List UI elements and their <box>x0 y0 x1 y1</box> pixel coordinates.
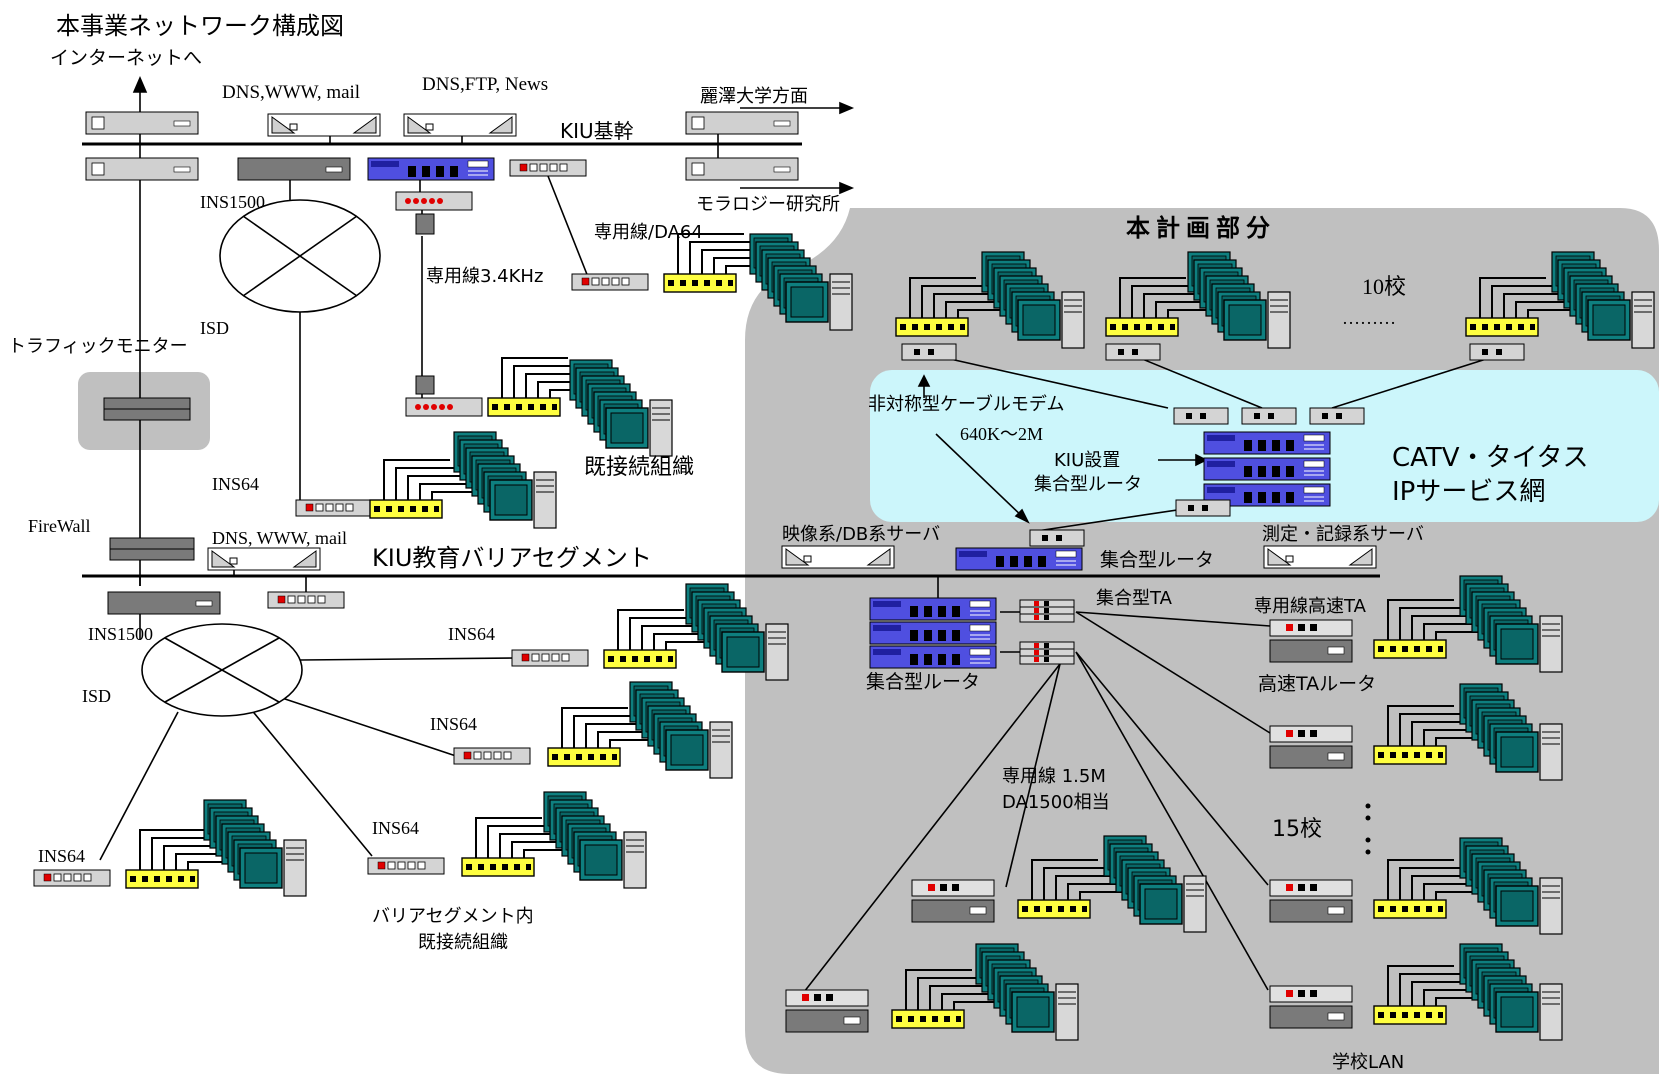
hsta-r3 <box>1269 879 1353 923</box>
hsta-b1 <box>911 879 995 923</box>
label-hs-ta-router: 高速TAルータ <box>1258 673 1376 695</box>
label-dns-ftp-news: DNS,FTP, News <box>422 74 548 95</box>
cluster-f <box>544 792 646 888</box>
ins1500-top-device <box>237 157 351 181</box>
cm-s1 <box>901 343 957 361</box>
modem-bottom <box>405 397 483 417</box>
ta-da64 <box>509 159 587 177</box>
agg-router-2 <box>869 621 997 645</box>
label-barrier-existing-1: バリアセグメント内 <box>372 906 534 927</box>
label-agg-ta: 集合型TA <box>1096 588 1173 609</box>
label-catv-2: IPサービス網 <box>1392 477 1545 507</box>
label-da1500: DA1500相当 <box>1002 792 1110 813</box>
label-dns-www-mail: DNS,WWW, mail <box>222 82 360 103</box>
ta-d <box>511 649 589 667</box>
ta-a <box>571 273 649 291</box>
blue-router-top <box>367 157 495 181</box>
label-traffic-monitor: トラフィックモニター <box>8 336 188 357</box>
label-ins64-a: INS64 <box>448 624 495 644</box>
cm-kiu-4 <box>1175 499 1231 517</box>
video-db-server <box>781 545 895 569</box>
hsta-r1 <box>1269 619 1353 663</box>
ta-c <box>295 499 373 517</box>
label-measure-server: 測定・記録系サーバ <box>1262 524 1424 545</box>
dns-www-mail-server-2 <box>207 547 321 571</box>
label-agg-router-mid: 集合型ルータ <box>1100 549 1214 571</box>
cm-kiu-2 <box>1241 407 1297 425</box>
hsta-b2 <box>785 989 869 1033</box>
label-ins64-b: INS64 <box>430 714 477 734</box>
label-isd-top: ISD <box>200 318 229 338</box>
cm-s2 <box>1105 343 1161 361</box>
internet-router-2 <box>85 157 199 181</box>
ins1500-bottom-device <box>107 591 221 615</box>
label-speed: 640K～2M <box>960 424 1043 444</box>
agg-ta-2 <box>1019 641 1075 665</box>
label-kiu-install: KIU設置 <box>1054 450 1120 471</box>
label-schools-10: 10校 <box>1362 274 1406 299</box>
label-internet: インターネットへ <box>50 47 202 69</box>
dns-www-server <box>267 113 381 137</box>
hsta-r4 <box>1269 985 1353 1029</box>
cluster-c <box>454 432 556 528</box>
dns-ftp-server <box>403 113 517 137</box>
cm-kiu-1 <box>1173 407 1229 425</box>
label-kiu-backbone: KIU基幹 <box>560 119 634 143</box>
label-ins64-top: INS64 <box>212 474 259 494</box>
diagram-title: 本事業ネットワーク構成図 <box>56 12 344 40</box>
modem-top <box>395 191 473 211</box>
label-schools-15: 15校 <box>1272 817 1322 842</box>
label-agg-router-top: 集合型ルータ <box>1034 474 1142 495</box>
line-block-bottom <box>415 375 435 395</box>
measure-server <box>1263 545 1377 569</box>
hsta-r2 <box>1269 725 1353 769</box>
label-agg-router-left: 集合型ルータ <box>866 671 980 693</box>
reitaku-router <box>685 111 799 135</box>
agg-router-1 <box>869 597 997 621</box>
label-dns-www-mail-2: DNS, WWW, mail <box>212 528 347 548</box>
ta-g <box>33 869 111 887</box>
morology-router <box>685 157 799 181</box>
line-block-top <box>415 213 435 235</box>
label-ins1500-bottom: INS1500 <box>88 624 153 644</box>
agg-router-3 <box>869 645 997 669</box>
label-plan-title: 本計画部分 <box>1126 214 1276 242</box>
label-ins64-c: INS64 <box>372 818 419 838</box>
label-dots: ……… <box>1342 308 1396 328</box>
label-video-server: 映像系/DB系サーバ <box>782 524 940 545</box>
blue-router-mid <box>955 547 1083 571</box>
ta-segment <box>267 591 345 609</box>
label-leased-15m: 専用線 1.5M <box>1002 766 1106 787</box>
ta-f <box>367 857 445 875</box>
label-firewall: FireWall <box>28 516 91 536</box>
cluster-b <box>570 360 672 456</box>
label-morology: モラロジー研究所 <box>696 194 840 215</box>
ta-e <box>453 747 531 765</box>
label-leased-34: 専用線3.4KHz <box>426 266 543 287</box>
label-leased-da64: 専用線/DA64 <box>594 222 703 243</box>
cluster-e <box>630 682 732 778</box>
label-school-lan: 学校LAN <box>1332 1052 1404 1073</box>
label-ins64-d: INS64 <box>38 846 85 866</box>
cm-s3 <box>1469 343 1525 361</box>
label-barrier-existing-2: 既接続組織 <box>418 932 508 953</box>
cluster-g <box>204 800 306 896</box>
label-existing-orgs: 既接続組織 <box>584 455 694 480</box>
agg-ta-1 <box>1019 599 1075 623</box>
label-leased-hs-ta: 専用線高速TA <box>1254 596 1367 617</box>
blue-router-kiu-2 <box>1203 457 1331 481</box>
label-traffic-monitor-text: トラフィックモニター <box>8 336 188 357</box>
cm-kiu-3 <box>1309 407 1365 425</box>
label-ins1500-top: INS1500 <box>200 192 265 212</box>
label-barrier-segment: KIU教育バリアセグメント <box>372 544 652 572</box>
label-cable-modem: 非対称型ケーブルモデム <box>868 393 1065 415</box>
blue-router-kiu-1 <box>1203 431 1331 455</box>
cm-center <box>1029 529 1085 547</box>
internet-router-1 <box>85 111 199 135</box>
label-isd-bottom: ISD <box>82 686 111 706</box>
label-catv-1: CATV・タイタス <box>1392 443 1589 473</box>
label-reitaku: 麗澤大学方面 <box>700 86 808 107</box>
